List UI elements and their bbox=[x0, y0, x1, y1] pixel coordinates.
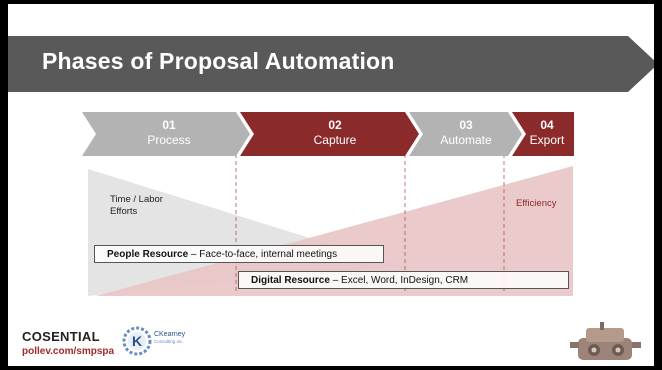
phase-chevron-export bbox=[512, 112, 574, 156]
phase-label-capture: 02 Capture bbox=[313, 118, 357, 147]
people-resource-separator: – bbox=[188, 249, 200, 260]
people-resource-label: People Resource bbox=[107, 249, 189, 260]
people-resource-detail: Face-to-face, internal meetings bbox=[199, 249, 338, 260]
phase-label-export: 04 Export bbox=[529, 118, 565, 147]
efficiency-triangle bbox=[96, 166, 573, 296]
title-arrow-bar bbox=[8, 36, 654, 92]
robot-illustration bbox=[570, 322, 641, 360]
poll-url: pollev.com/smpspa bbox=[22, 346, 115, 357]
phase-diagram bbox=[82, 112, 574, 296]
phase-label-process: 01 Process bbox=[147, 118, 191, 147]
people-resource-box: People Resource – Face-to-face, internal… bbox=[94, 245, 384, 263]
phase-label-automate: 03 Automate bbox=[440, 118, 492, 147]
phase-chevron-capture bbox=[240, 112, 419, 156]
svg-text:Consulting Inc.: Consulting Inc. bbox=[154, 339, 184, 344]
phase-chevron-automate bbox=[409, 112, 522, 156]
ckearney-logo: K CKearney Consulting Inc. bbox=[122, 326, 186, 356]
digital-resource-detail: Excel, Word, InDesign, CRM bbox=[341, 275, 469, 286]
digital-resource-label: Digital Resource bbox=[251, 275, 330, 286]
digital-resource-box: Digital Resource – Excel, Word, InDesign… bbox=[238, 271, 569, 289]
efficiency-label: Efficiency bbox=[516, 198, 557, 209]
cosential-logo: COSENTIAL bbox=[22, 329, 100, 344]
slide: Phases of Proposal Automation 01 Process… bbox=[8, 4, 654, 366]
svg-text:K: K bbox=[132, 333, 142, 349]
digital-resource-separator: – bbox=[329, 275, 342, 286]
svg-text:CKearney: CKearney bbox=[154, 331, 186, 338]
time-labor-label: Time / Labor Efforts bbox=[110, 194, 163, 217]
phase-chevron-process bbox=[82, 112, 250, 156]
slide-title: Phases of Proposal Automation bbox=[42, 48, 395, 74]
